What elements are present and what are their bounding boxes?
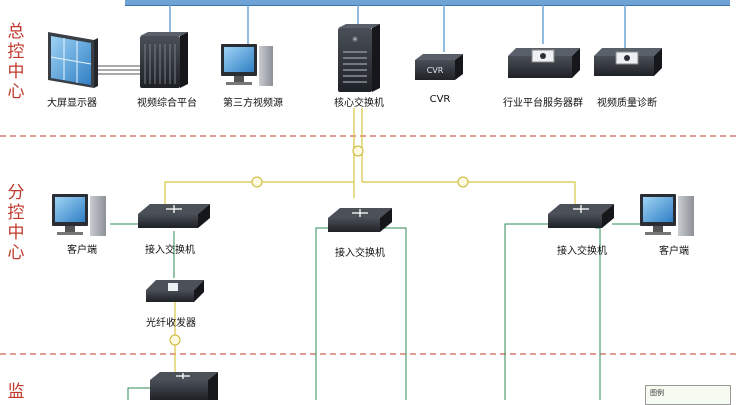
fiber-markers — [169, 145, 469, 346]
label-cvr: CVR — [429, 94, 451, 105]
core-switch-icon: ✳ — [338, 24, 380, 92]
label-access-switch-right: 接入交换机 — [557, 246, 607, 257]
label-industry-servers: 行业平台服务器群 — [503, 98, 583, 109]
fiber-links — [164, 108, 576, 375]
fiber-transceiver-icon — [146, 280, 204, 302]
industry-servers-icon — [508, 48, 580, 78]
label-video-wall: 大屏显示器 — [47, 98, 97, 109]
access-switch-right-icon — [548, 204, 614, 228]
video-quality-icon — [594, 48, 662, 76]
label-video-quality: 视频质量诊断 — [597, 98, 657, 109]
video-platform-icon — [140, 32, 188, 88]
client-right-pc-icon — [640, 194, 694, 236]
zone-label-branch-control: 分控中心 — [7, 183, 25, 263]
zone-label-master-control: 总控中心 — [7, 22, 25, 102]
label-video-platform: 视频综合平台 — [137, 98, 197, 109]
label-client-right: 客户端 — [659, 246, 689, 257]
legend-title: 图例 — [650, 389, 664, 397]
legend-box: 图例 — [645, 385, 731, 405]
client-left-pc-icon — [52, 194, 106, 236]
label-core-switch: 核心交换机 — [334, 98, 384, 109]
label-access-switch-mid: 接入交换机 — [335, 248, 385, 259]
label-client-left: 客户端 — [67, 245, 97, 256]
label-third-party-source: 第三方视频源 — [223, 98, 283, 109]
third-party-pc-icon — [221, 44, 273, 86]
video-wall-icon — [48, 32, 98, 88]
label-fiber-transceiver: 光纤收发器 — [146, 318, 196, 329]
label-access-switch-left: 接入交换机 — [145, 245, 195, 256]
wall-platform-links — [98, 65, 140, 75]
cvr-badge-text: CVR — [427, 66, 444, 75]
backbone-drops — [169, 5, 626, 52]
access-switch-mid-icon — [328, 208, 392, 232]
zone-label-monitor: 监 — [7, 382, 25, 402]
access-switch-left-icon — [138, 204, 210, 228]
cvr-icon: CVR — [415, 54, 463, 80]
backbone-bus — [125, 0, 730, 5]
svg-text:✳: ✳ — [352, 35, 359, 44]
monitor-zone-device-icon — [150, 372, 218, 400]
